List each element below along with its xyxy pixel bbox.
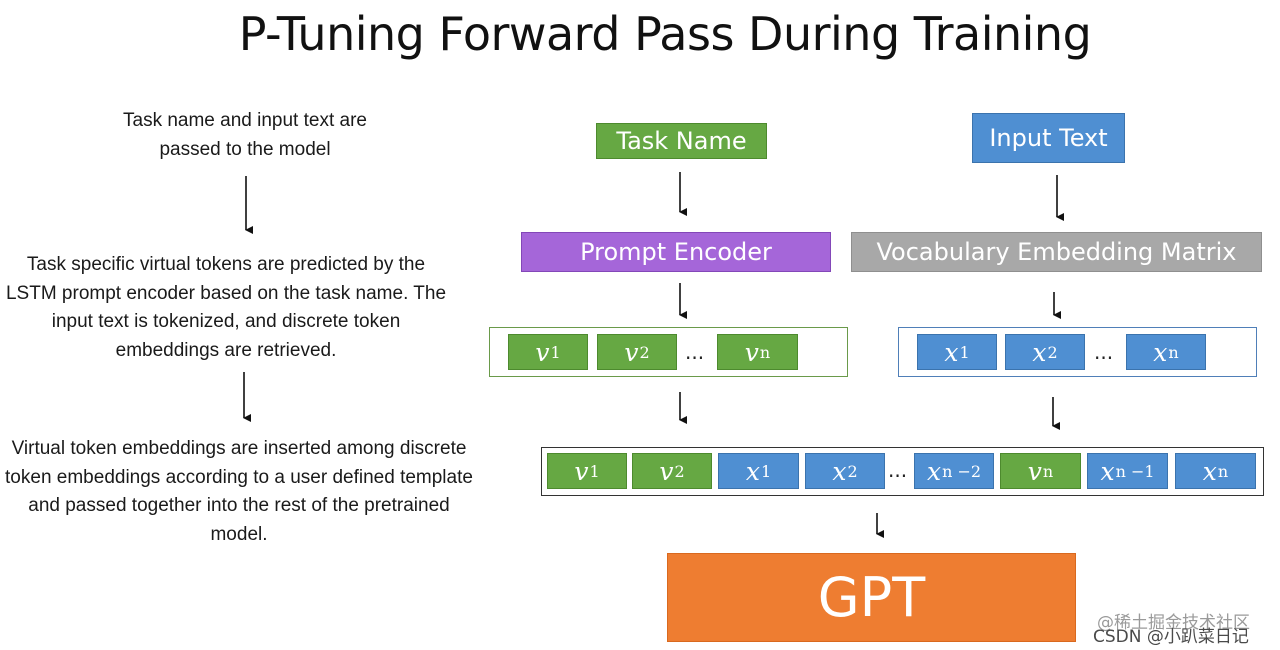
- token-base: v: [744, 337, 759, 367]
- token-subscript: n −1: [1115, 461, 1155, 481]
- token-base: x: [832, 456, 847, 486]
- token-subscript: 1: [959, 342, 970, 362]
- input-text-box: Input Text: [972, 113, 1125, 163]
- step-3-text: Virtual token embeddings are inserted am…: [5, 438, 473, 545]
- vocabulary-embedding-matrix-box: Vocabulary Embedding Matrix: [851, 232, 1262, 272]
- token-subscript: n: [1042, 461, 1054, 481]
- token-subscript: 1: [550, 342, 561, 362]
- token-base: x: [1153, 337, 1168, 367]
- token-base: v: [624, 337, 639, 367]
- virtual-token-ellipsis: ...: [685, 340, 705, 364]
- token-subscript: 1: [760, 461, 772, 481]
- token-subscript: 2: [674, 461, 685, 481]
- token-base: v: [574, 456, 589, 486]
- token-base: x: [1100, 456, 1115, 486]
- watermark-line-2: CSDN @小趴菜日记: [1093, 627, 1249, 647]
- prompt-encoder-box: Prompt Encoder: [521, 232, 831, 272]
- token-subscript: n: [1217, 461, 1229, 481]
- token-base: v: [1027, 456, 1042, 486]
- token-base: x: [1032, 337, 1047, 367]
- token-base: v: [659, 456, 674, 486]
- watermark-line-1: @稀土掘金技术社区: [1097, 613, 1250, 633]
- token-base: x: [944, 337, 959, 367]
- token-subscript: 2: [847, 461, 858, 481]
- token-base: x: [926, 456, 942, 486]
- gpt-box: GPT: [667, 553, 1076, 642]
- token-subscript: n −2: [942, 461, 982, 481]
- token-subscript: 1: [589, 461, 600, 481]
- token-subscript: n: [1168, 342, 1179, 362]
- token-subscript: n: [759, 342, 771, 362]
- token-base: v: [535, 337, 550, 367]
- token-subscript: 2: [1047, 342, 1058, 362]
- task-name-box: Task Name: [596, 123, 767, 159]
- diagram-title: P-Tuning Forward Pass During Training: [238, 7, 1092, 61]
- token-subscript: 2: [639, 342, 650, 362]
- token-base: x: [745, 456, 760, 486]
- combined-token-ellipsis: ...: [888, 458, 908, 482]
- discrete-token-ellipsis: ...: [1094, 340, 1114, 364]
- step-2-text: Task specific virtual tokens are predict…: [5, 254, 447, 361]
- token-base: x: [1202, 456, 1217, 486]
- step-1-text: Task name and input text are passed to t…: [123, 110, 367, 160]
